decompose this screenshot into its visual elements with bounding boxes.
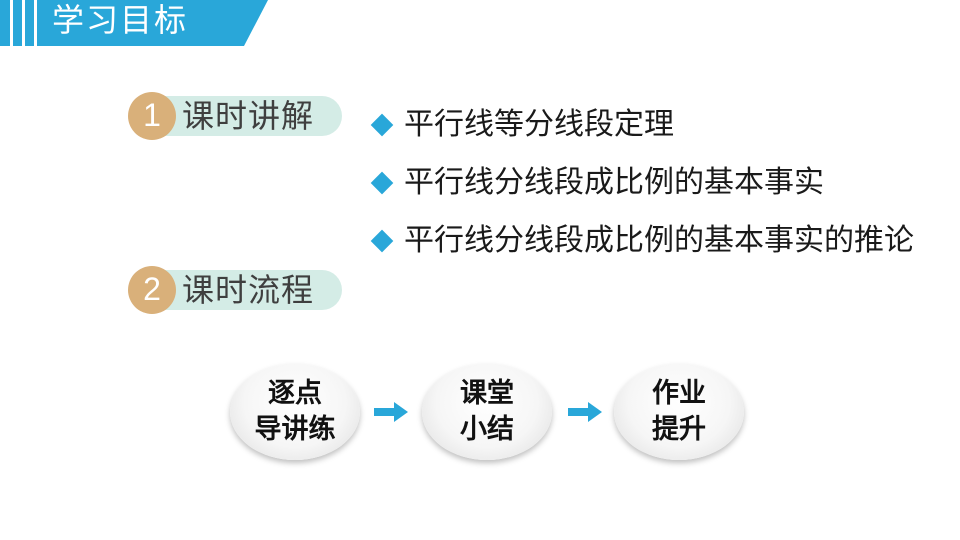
bullet-text: 平行线分线段成比例的基本事实的推论	[404, 223, 914, 258]
banner-stripe	[10, 0, 13, 46]
pill-background	[148, 96, 342, 136]
bullet-text: 平行线等分线段定理	[404, 107, 674, 142]
section-number-badge: 1	[128, 92, 176, 140]
flow-step-label: 逐点 导讲练	[254, 378, 336, 445]
list-item: 平行线分线段成比例的基本事实的推论	[370, 212, 914, 270]
diamond-icon	[370, 229, 394, 253]
diamond-icon	[370, 113, 394, 137]
section-pill-1: 1 课时讲解	[128, 92, 342, 140]
arrow-right-icon	[568, 402, 602, 422]
list-item: 平行线分线段成比例的基本事实	[370, 154, 930, 212]
flow-step-1: 逐点 导讲练	[230, 364, 360, 460]
flow-step-label: 课堂 小结	[460, 378, 514, 445]
bullet-text: 平行线分线段成比例的基本事实	[404, 165, 824, 200]
flow-step-2: 课堂 小结	[422, 364, 552, 460]
objectives-list: 平行线等分线段定理 平行线分线段成比例的基本事实 平行线分线段成比例的基本事实的…	[370, 96, 930, 270]
pill-background	[148, 270, 342, 310]
banner-stripe	[34, 0, 37, 46]
diamond-icon	[370, 171, 394, 195]
arrow-right-icon	[374, 402, 408, 422]
flow-step-label: 作业 提升	[652, 378, 706, 445]
section-number-badge: 2	[128, 266, 176, 314]
banner-stripe	[22, 0, 25, 46]
section-label: 课时讲解	[182, 97, 315, 135]
section-label: 课时流程	[182, 271, 315, 309]
section-pill-2: 2 课时流程	[128, 266, 342, 314]
list-item: 平行线等分线段定理	[370, 96, 930, 154]
page-title: 学习目标	[52, 1, 189, 39]
flow-step-3: 作业 提升	[614, 364, 744, 460]
header-banner: 学习目标	[0, 0, 268, 46]
